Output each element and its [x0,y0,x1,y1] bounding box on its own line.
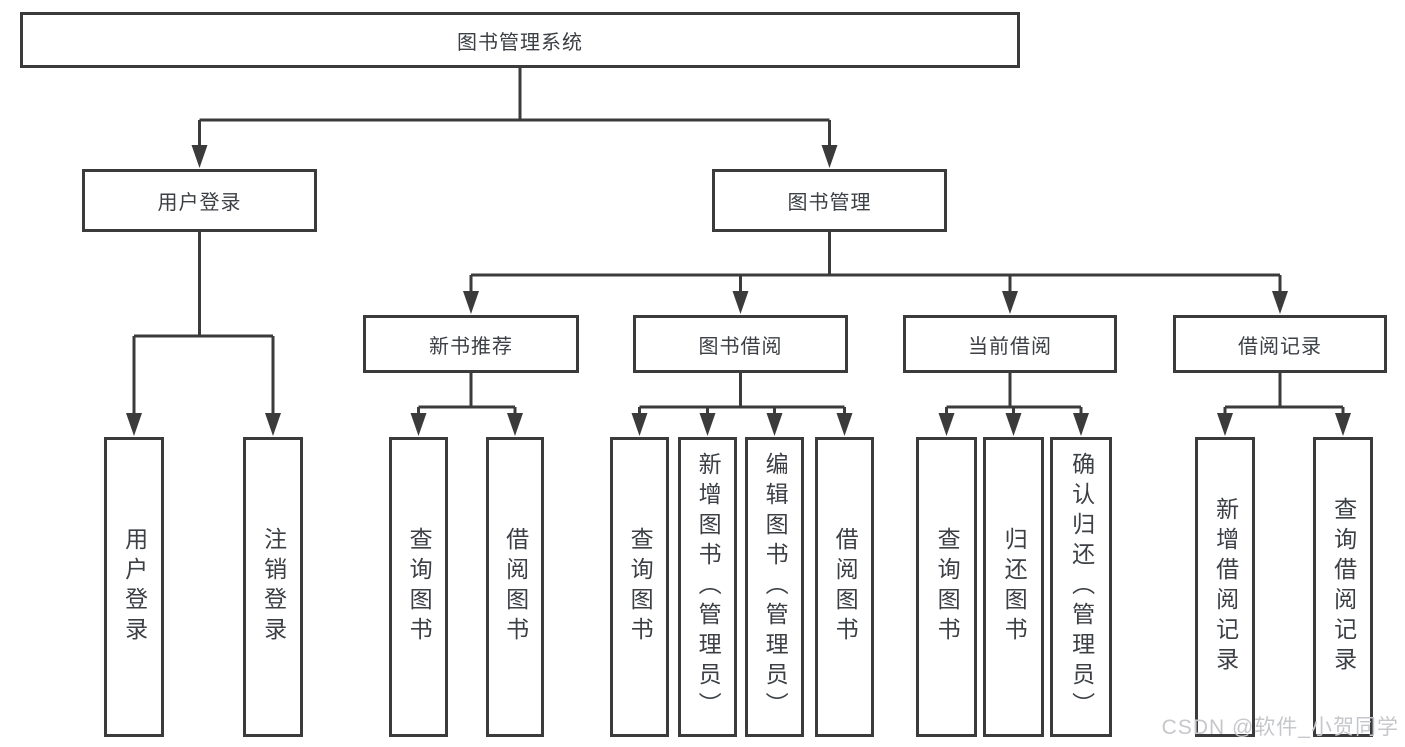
node-borrow-records: 借阅记录 [1173,315,1387,373]
node-label: 图书借阅 [698,335,783,358]
node-label: 编辑图书（管理员） [762,452,789,722]
node-leaf-edit-book-admin: 编辑图书（管理员） [745,437,804,737]
node-label: 借阅记录 [1238,335,1322,358]
node-leaf-borrow-books-1: 借阅图书 [486,437,544,737]
node-label: 借阅图书 [832,527,859,647]
node-leaf-return-book: 归还图书 [983,437,1044,737]
node-leaf-query-books-1: 查询图书 [389,437,448,737]
node-label: 用户登录 [157,192,242,214]
node-leaf-borrow-books-2: 借阅图书 [815,437,874,737]
node-label: 查询图书 [406,527,433,647]
arrowheads [126,145,1351,436]
node-leaf-add-book-admin: 新增图书（管理员） [678,437,737,737]
node-label: 当前借阅 [968,335,1052,358]
node-label: 查询借阅记录 [1330,497,1357,677]
node-label: 借阅图书 [502,527,529,647]
csdn-watermark: CSDN @软件_小贺同学 [1161,716,1399,739]
node-root: 图书管理系统 [20,12,1020,68]
node-book-borrow: 图书借阅 [633,315,848,373]
node-new-book-recommend: 新书推荐 [363,315,579,373]
node-book-management: 图书管理 [712,169,947,232]
node-label: 查询图书 [934,527,961,647]
node-current-borrow: 当前借阅 [903,315,1117,373]
node-leaf-query-books-3: 查询图书 [916,437,977,737]
node-label: 注销登录 [260,527,287,647]
node-label: 确认归还（管理员） [1068,452,1095,722]
node-leaf-confirm-return-admin: 确认归还（管理员） [1050,437,1112,737]
node-leaf-query-books-2: 查询图书 [610,437,669,737]
node-leaf-add-borrow-record: 新增借阅记录 [1195,437,1255,737]
node-leaf-logout: 注销登录 [243,437,303,737]
node-label: 归还图书 [1001,527,1028,647]
node-label: 新增图书（管理员） [695,452,722,722]
node-label: 图书管理 [787,192,872,214]
node-label: 查询图书 [627,527,654,647]
node-root-label: 图书管理系统 [457,31,583,54]
node-user-login-branch: 用户登录 [82,169,317,232]
node-label: 新增借阅记录 [1212,497,1239,677]
node-label: 用户登录 [121,527,148,647]
node-leaf-query-borrow-record: 查询借阅记录 [1313,437,1373,737]
node-leaf-user-login: 用户登录 [104,437,164,737]
node-label: 新书推荐 [429,335,513,358]
